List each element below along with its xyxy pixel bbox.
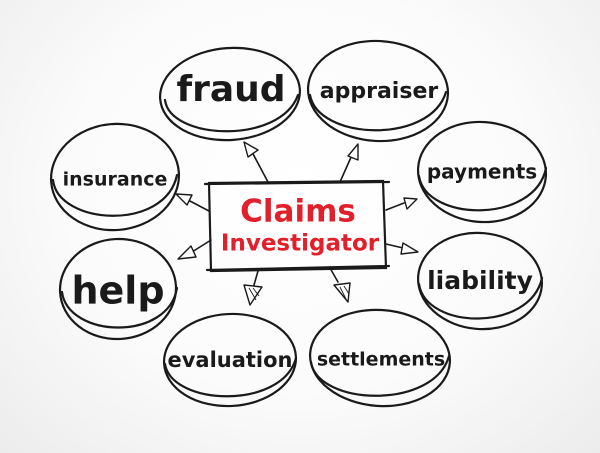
center-box: Claims Investigator (203, 179, 391, 273)
connector-settlements (329, 267, 351, 303)
node-appraiser: appraiser (306, 39, 450, 143)
center-title-line2: Investigator (221, 231, 380, 257)
label-appraiser: appraiser (320, 79, 439, 104)
label-help: help (71, 269, 164, 313)
label-settlements: settlements (317, 349, 445, 371)
connectors (175, 141, 419, 306)
label-evaluation: evaluation (167, 348, 292, 372)
node-help: help (58, 237, 179, 341)
label-fraud: fraud (176, 69, 285, 110)
label-liability: liability (427, 266, 533, 295)
label-insurance: insurance (63, 169, 168, 191)
node-evaluation: evaluation (162, 312, 298, 408)
connector-appraiser (339, 143, 359, 183)
node-liability: liability (416, 231, 544, 331)
node-settlements: settlements (308, 308, 452, 408)
connector-payments (385, 197, 418, 211)
node-insurance: insurance (49, 122, 181, 232)
connector-liability (385, 242, 419, 255)
center-title-line1: Claims (240, 194, 356, 230)
connector-evaluation (243, 270, 263, 306)
node-payments: payments (416, 120, 548, 224)
connector-help (177, 239, 212, 260)
label-payments: payments (427, 160, 537, 184)
connector-insurance (175, 193, 210, 212)
connector-fraud (243, 141, 269, 183)
node-fraud: fraud (158, 46, 302, 142)
